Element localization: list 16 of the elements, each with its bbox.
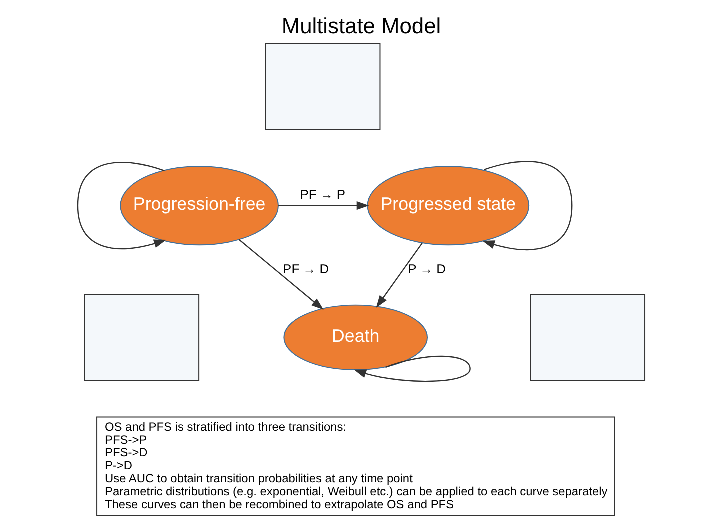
arrow [278,201,370,210]
arrow [482,161,573,250]
arrow [376,242,423,308]
arrow [77,162,166,250]
node-ellipse: Progression-free [120,166,279,246]
edge-label: PF → D [283,261,330,276]
node-ellipse: Progressed state [367,166,530,246]
arrow [239,239,324,310]
edge-label: P → D [408,261,446,276]
diagram-title: Multistate Model [282,14,442,39]
node-ellipse: Death [284,304,428,371]
node-box [265,44,381,130]
node-box [530,294,646,381]
edge-label: PF → P [300,187,346,202]
node-box: OS and PFS is stratified into three transitions: PFS->P PFS->D P->D Use AUC to obtain transition probabilities at any time point Parametric distributions (e.g. exponential, Weibull etc.) can be applied to each curve separately These curves can then be recombined to extrapolate OS and PFS [96,416,616,516]
node-box [84,294,200,381]
